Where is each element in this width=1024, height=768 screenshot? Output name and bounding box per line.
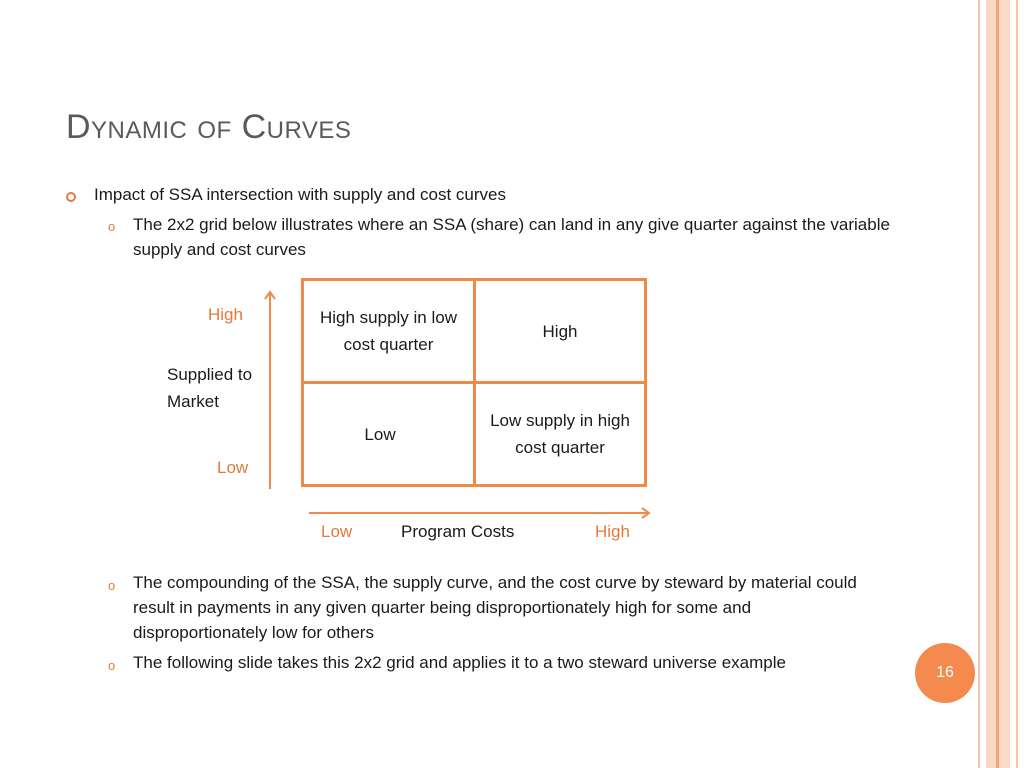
sub-bullet-marker-icon: o (108, 219, 116, 234)
sub-bullet-marker-icon: o (108, 578, 116, 593)
y-axis-label: Supplied to Market (167, 365, 253, 411)
slide-title: Dynamic of Curves (66, 108, 352, 146)
page-number-badge: 16 (915, 643, 975, 703)
sub-bullet-1: The 2x2 grid below illustrates where an … (133, 215, 890, 259)
grid-cell-top-left: High supply in low cost quarter (319, 308, 457, 354)
grid-cell-top-right: High (542, 321, 578, 341)
bullet-marker-icon (66, 192, 76, 202)
frame-line-2 (996, 0, 999, 768)
bullet-1: Impact of SSA intersection with supply a… (94, 185, 506, 204)
grid-cell-bottom-left: Low (364, 424, 396, 444)
y-axis-low: Low (217, 458, 249, 477)
y-axis-high: High (208, 305, 243, 324)
grid-divider-horizontal (301, 381, 647, 384)
grid-cell-bottom-right: Low supply in high cost quarter (490, 411, 630, 457)
x-axis-label: Program Costs (401, 522, 515, 541)
sub-bullet-2: The compounding of the SSA, the supply c… (133, 573, 857, 642)
frame-line-1 (978, 0, 980, 768)
x-axis-high: High (595, 522, 630, 541)
sub-bullet-3: The following slide takes this 2x2 grid … (133, 653, 786, 672)
sub-bullet-marker-icon: o (108, 658, 116, 673)
x-axis-low: Low (321, 522, 353, 541)
frame-line-3 (1016, 0, 1018, 768)
y-axis-arrow-icon (264, 290, 276, 489)
x-axis-arrow-icon (309, 507, 651, 519)
